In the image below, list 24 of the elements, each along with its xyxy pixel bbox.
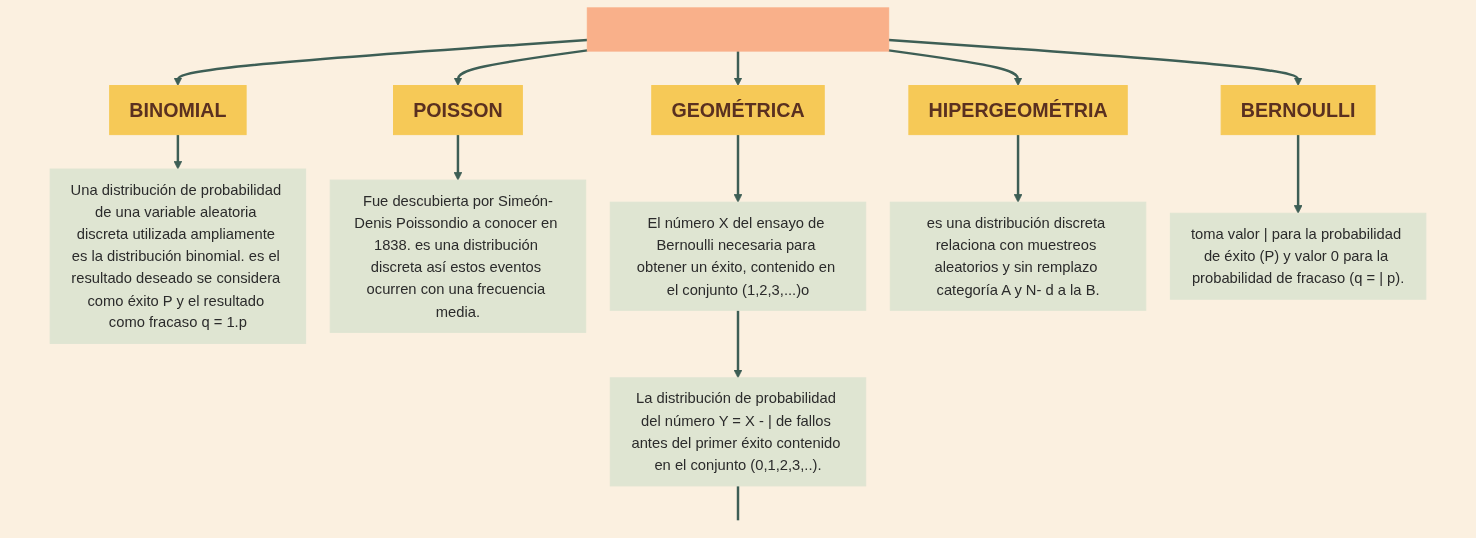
node-box: Una distribución de probabilidad de una variable aleatoria discreta utilizada ampliamente es la distribución binomial. es el resultado deseado se considera como éxito P y el resultado como fracaso q = 1.p (49, 168, 307, 344)
node-box: POISSON (393, 85, 523, 136)
node-box: BINOMIAL (109, 85, 247, 136)
connector (736, 485, 740, 521)
arrow (733, 134, 743, 203)
node-box: BERNOULLI (1220, 85, 1376, 136)
arrow (453, 49, 588, 86)
node-box (586, 7, 890, 52)
arrow (1293, 134, 1303, 214)
arrow (173, 38, 588, 86)
node-box: es una distribución discreta relaciona con muestreos aleatorios y sin remplazo categoría A y N- d a la B. (889, 201, 1147, 311)
node-box: toma valor | para la probabilidad de éxito (P) y valor 0 para la probabilidad de fracaso (q = | p). (1169, 212, 1427, 300)
node-box: La distribución de probabilidad del número Y = X - | de fallos antes del primer éxito contenido en el conjunto (0,1,2,3,..). (609, 377, 867, 487)
arrow (173, 134, 183, 170)
node-box: El número X del ensayo de Bernoulli necesaria para obtener un éxito, contenido en el conjunto (1,2,3,...)o (609, 201, 867, 311)
node-box: GEOMÉTRICA (651, 85, 825, 136)
arrow (733, 51, 743, 86)
arrow (888, 38, 1303, 86)
arrow (1013, 134, 1023, 203)
node-box: Fue descubierta por Simeón-Denis Poissondio a conocer en 1838. es una distribución discreta así estos eventos ocurren con una frecuencia media. (329, 179, 587, 333)
arrow (453, 134, 463, 181)
node-box: HIPERGEOMÉTRIA (908, 85, 1128, 136)
arrow (888, 49, 1023, 86)
arrow (733, 310, 743, 379)
